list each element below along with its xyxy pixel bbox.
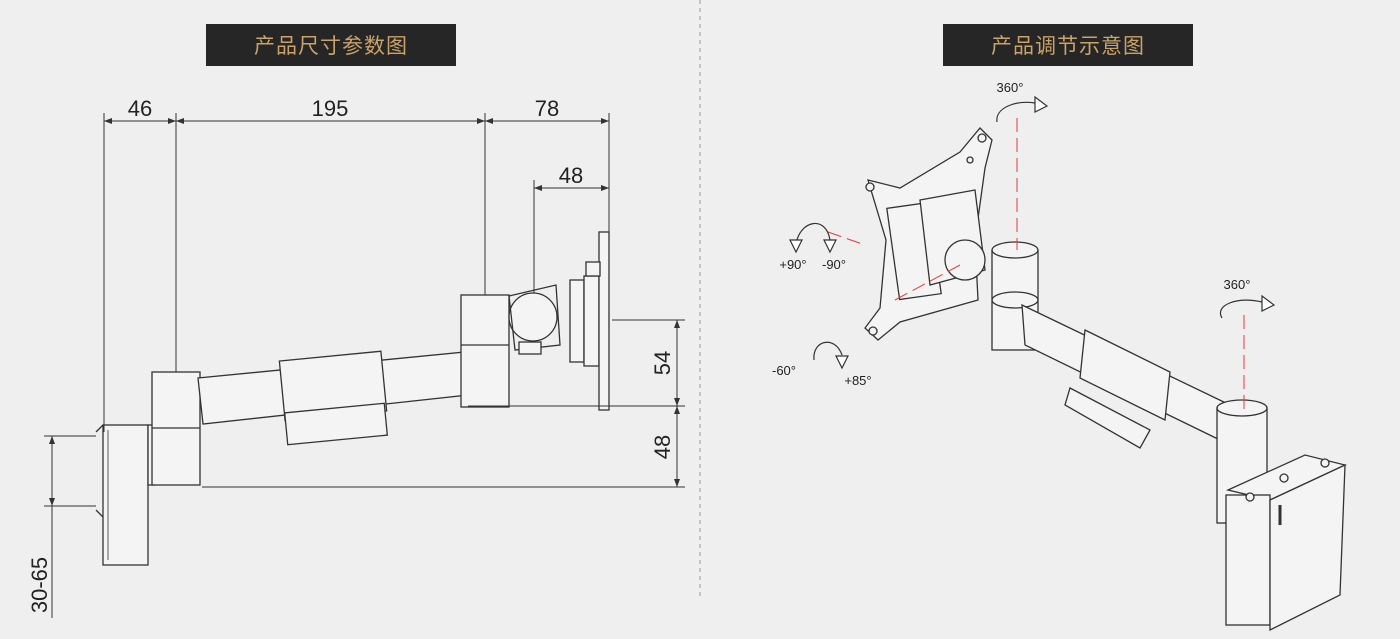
- adjustment-diagram-title: 产品调节示意图: [943, 24, 1193, 66]
- rotation-label: -60°: [772, 363, 796, 378]
- rotation-label: -90°: [822, 257, 846, 272]
- tilt-head: [508, 292, 558, 342]
- rotation-axes: [827, 118, 1245, 410]
- arm-elbow: [460, 294, 510, 408]
- vesa-plate: [598, 231, 610, 411]
- rotation-label: +90°: [779, 257, 806, 272]
- dimension-label: 54: [650, 351, 675, 375]
- monitor-arm-perspective-view: [864, 127, 1347, 632]
- dimension-label: 78: [535, 96, 559, 121]
- rotation-arrows: [789, 95, 1276, 370]
- cable-cover: [1079, 329, 1171, 421]
- monitor-arm-side-view: [95, 231, 610, 566]
- dimension-label: 46: [128, 96, 152, 121]
- dimension-label: 30-65: [27, 557, 52, 613]
- rotation-label: 360°: [1224, 277, 1251, 292]
- dimension-diagram-title: 产品尺寸参数图: [206, 24, 456, 66]
- dimension-lines: [44, 113, 685, 618]
- dimension-label: 48: [559, 163, 583, 188]
- dimension-label: 195: [312, 96, 349, 121]
- rotation-label: 360°: [997, 80, 1024, 95]
- dimension-arrowheads: [49, 118, 680, 506]
- dimension-label: 48: [650, 435, 675, 459]
- rotation-label: +85°: [844, 373, 871, 388]
- desk-clamp: [102, 424, 149, 566]
